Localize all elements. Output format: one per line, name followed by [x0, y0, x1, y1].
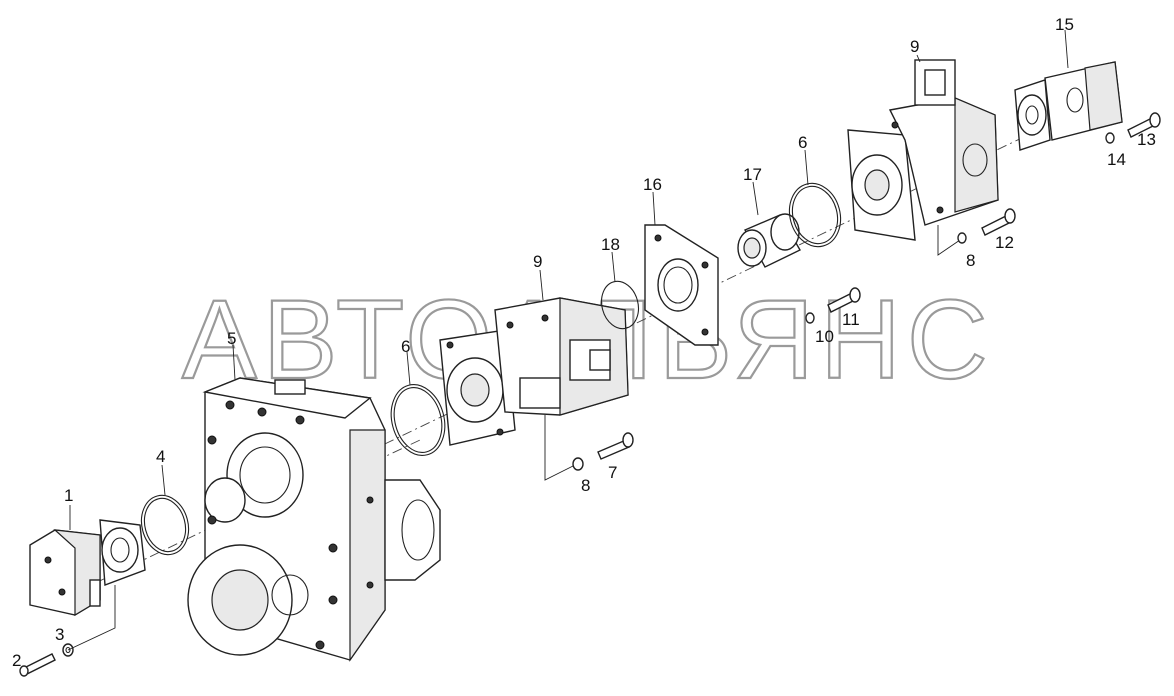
- callout-17: 17: [743, 165, 762, 184]
- callout-8b: 8: [966, 251, 975, 270]
- part-11-bolt: [827, 287, 861, 313]
- callout-14: 14: [1107, 150, 1126, 169]
- part-15-gear-pump: [1014, 61, 1123, 151]
- part-8-washer: [572, 457, 584, 471]
- part-1-gear-pump: [29, 519, 146, 617]
- callout-9b: 9: [910, 37, 919, 56]
- part-8b-washer: [957, 232, 967, 244]
- callout-labels: 1 2 3 4 5 6 7 8 9 18 16 17 6 10 11 9 8 1…: [12, 15, 1156, 670]
- callout-15: 15: [1055, 15, 1074, 34]
- leader-9b-bolt: [937, 225, 961, 256]
- part-6b-o-ring: [788, 182, 842, 248]
- callout-7: 7: [608, 463, 617, 482]
- part-16-adapter-plate: [644, 224, 719, 346]
- callout-6b: 6: [798, 133, 807, 152]
- part-13-bolt: [1127, 112, 1161, 138]
- part-5-gearbox-housing: [187, 377, 441, 662]
- callout-10: 10: [815, 327, 834, 346]
- callout-6a: 6: [401, 337, 410, 356]
- callout-12: 12: [995, 233, 1014, 252]
- part-9b-hydraulic-pump: [847, 59, 999, 241]
- callout-3: 3: [55, 625, 64, 644]
- part-12-bolt: [981, 208, 1016, 236]
- part-4-o-ring: [140, 494, 190, 556]
- leader-lines: [69, 29, 1069, 530]
- part-18-o-ring: [600, 280, 640, 330]
- callout-16: 16: [643, 175, 662, 194]
- callout-8a: 8: [581, 476, 590, 495]
- part-17-coupling-sleeve: [737, 213, 801, 268]
- part-14-washer: [1105, 132, 1115, 144]
- part-9-hydraulic-pump: [439, 297, 629, 446]
- callout-11: 11: [842, 310, 860, 329]
- part-2-bolt: [19, 653, 56, 677]
- callout-18: 18: [601, 235, 620, 254]
- part-7-bolt: [597, 432, 634, 460]
- callout-1: 1: [64, 486, 73, 505]
- part-6-o-ring: [390, 384, 446, 456]
- part-10-washer: [805, 312, 815, 324]
- callout-4: 4: [156, 447, 165, 466]
- callout-2: 2: [12, 651, 21, 670]
- callout-5: 5: [227, 329, 236, 348]
- leader-9-bolt: [544, 415, 576, 481]
- callout-9a: 9: [533, 252, 542, 271]
- leader-1-bolt: [67, 585, 116, 651]
- callout-13: 13: [1137, 130, 1156, 149]
